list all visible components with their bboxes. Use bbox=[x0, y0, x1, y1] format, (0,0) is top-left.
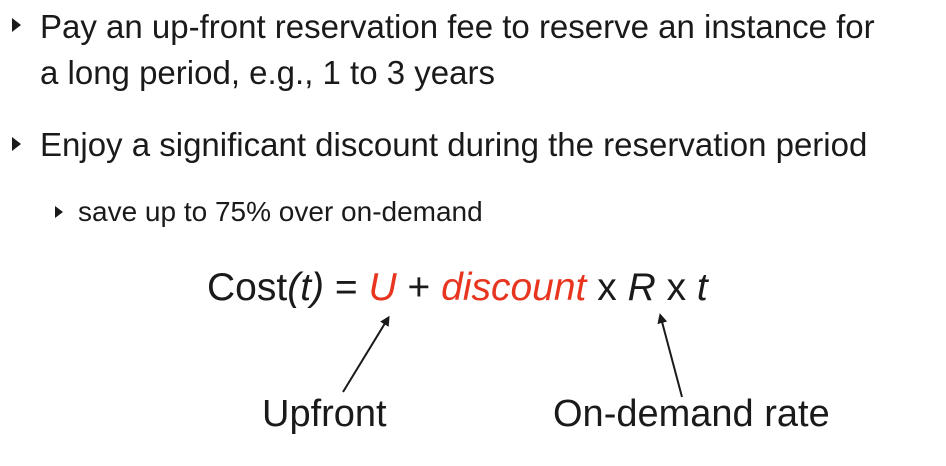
formula-paren-close: ) bbox=[311, 266, 325, 309]
bullet-triangle-icon bbox=[12, 18, 21, 32]
bullet-1-line-1: Pay an up-front reservation fee to reser… bbox=[40, 8, 875, 45]
formula-times-2: x bbox=[655, 266, 697, 309]
upfront-arrow bbox=[342, 315, 390, 393]
cost-formula: Cost(t) = U + discount x R x t bbox=[207, 266, 708, 310]
formula-upfront-u: U bbox=[368, 266, 397, 309]
bullet-1-line-2: a long period, e.g., 1 to 3 years bbox=[40, 54, 495, 91]
formula-times-1: x bbox=[586, 266, 628, 309]
upfront-label: Upfront bbox=[262, 393, 387, 435]
sub-bullet-text: save up to 75% over on-demand bbox=[78, 196, 483, 227]
formula-discount: discount bbox=[441, 266, 587, 309]
sub-bullet-triangle-icon bbox=[55, 206, 63, 218]
ondemand-rate-label: On-demand rate bbox=[553, 393, 830, 435]
formula-time-t: t bbox=[696, 266, 708, 309]
bullet-2-line-1: Enjoy a significant discount during the … bbox=[40, 126, 868, 163]
formula-plus: + bbox=[396, 266, 442, 309]
ondemand-rate-arrow bbox=[657, 313, 683, 398]
bullet-triangle-icon bbox=[12, 137, 21, 151]
formula-t-arg: t bbox=[300, 266, 312, 309]
formula-equals: = bbox=[324, 266, 369, 309]
formula-rate-r: R bbox=[627, 266, 656, 309]
formula-paren-open: ( bbox=[287, 266, 301, 309]
formula-cost: Cost bbox=[207, 266, 288, 309]
